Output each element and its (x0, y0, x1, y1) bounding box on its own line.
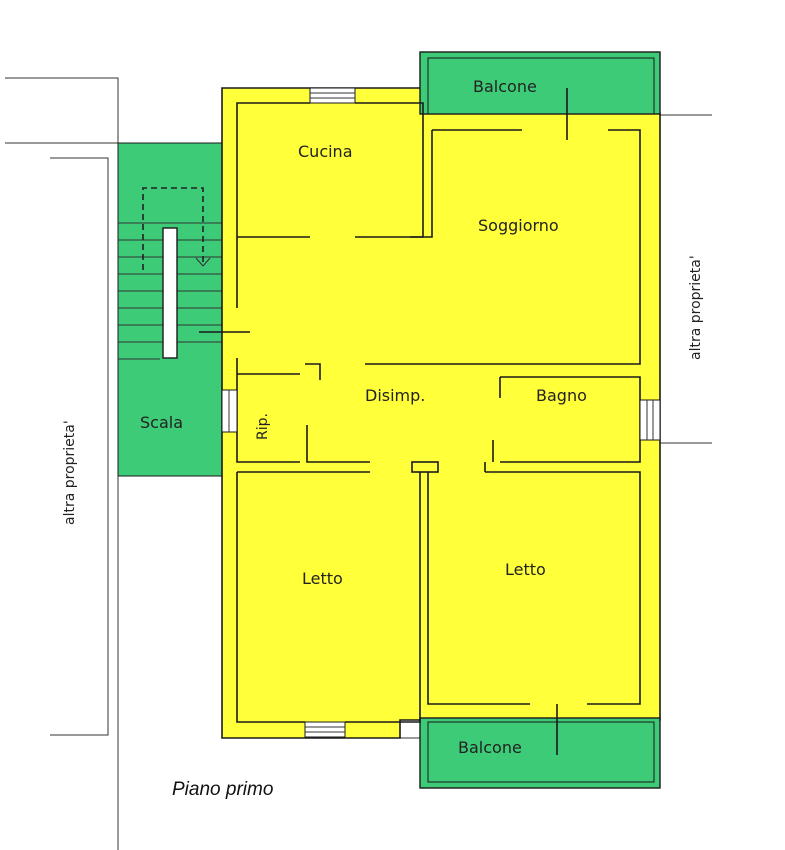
label-neighbor-right: altra proprieta' (688, 255, 704, 360)
label-letto-left: Letto (302, 569, 343, 588)
label-bagno: Bagno (536, 386, 587, 405)
label-ripostiglio: Rip. (255, 413, 271, 440)
label-disimpegno: Disimp. (365, 386, 425, 405)
room-labels: Balcone Cucina Soggiorno Disimp. Bagno R… (140, 77, 587, 757)
windows (221, 87, 661, 738)
label-neighbor-left: altra proprieta' (62, 420, 78, 525)
label-soggiorno: Soggiorno (478, 216, 559, 235)
balcony-bottom (419, 717, 661, 789)
label-balcone-top: Balcone (473, 77, 537, 96)
label-cucina: Cucina (298, 142, 353, 161)
label-letto-right: Letto (505, 560, 546, 579)
label-scala: Scala (140, 413, 183, 432)
interior-walls (199, 88, 641, 755)
apartment-body (221, 87, 661, 741)
floor-caption: Piano primo (172, 779, 273, 800)
balcony-top (419, 51, 661, 115)
neighbor-labels: altra proprieta' altra proprieta' (62, 255, 704, 525)
label-balcone-bottom: Balcone (458, 738, 522, 757)
stair-area (117, 142, 223, 477)
